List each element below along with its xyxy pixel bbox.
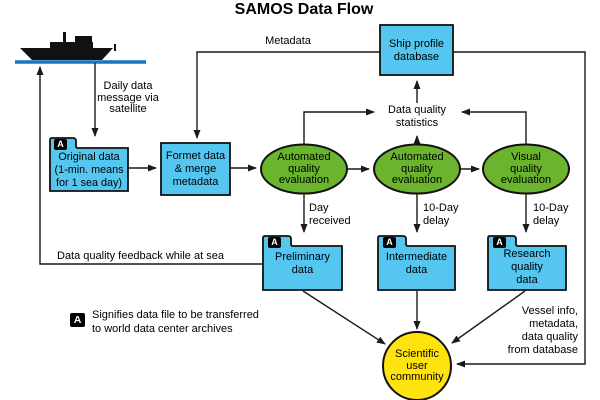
archive-badge-icon: A xyxy=(54,139,67,150)
edge-label-data-quality-statistics: Data quality statistics xyxy=(387,104,447,129)
legend-archive-badge-icon: A xyxy=(70,313,85,327)
edge-db-to-community xyxy=(453,51,586,368)
page-title: SAMOS Data Flow xyxy=(234,1,374,18)
node-research-quality-data-folder xyxy=(487,235,567,291)
node-visual-eval xyxy=(482,143,570,195)
edge-label-feedback-at-sea: Data quality feedback while at sea xyxy=(57,250,224,262)
edge-label-ten-day-delay-1: 10-Day delay xyxy=(423,202,459,227)
node-preliminary-data-folder xyxy=(262,235,343,291)
node-label-format-merge: Formet data & merge metadata xyxy=(165,150,226,188)
node-label-original-data: Original data (1-min. means for 1 sea da… xyxy=(54,151,124,190)
archive-badge-icon: A xyxy=(268,237,281,248)
archive-badge-icon: A xyxy=(493,237,506,248)
node-label-visual-eval: Visual quality evaluation xyxy=(500,151,552,186)
edge-label-vessel-info: Vessel info, metadata, data quality from… xyxy=(507,305,578,356)
node-label-research-quality-data: Research quality data xyxy=(503,248,551,286)
node-ship-profile-database xyxy=(379,24,454,76)
edge-label-ten-day-delay-2: 10-Day delay xyxy=(533,202,569,227)
edge-eval1-to-statistics xyxy=(303,108,375,145)
archive-badge-icon: A xyxy=(383,237,396,248)
edge-label-daily-message: Daily data message via satellite xyxy=(97,80,159,115)
node-original-data-folder xyxy=(49,137,129,192)
edge-feedback-to-ship xyxy=(36,66,263,265)
edge-preliminary-to-community xyxy=(302,290,386,345)
node-label-intermediate-data: Intermediate data xyxy=(385,251,448,276)
edge-label-metadata: Metadata xyxy=(265,35,311,47)
node-format-merge xyxy=(160,142,231,196)
node-intermediate-data-folder xyxy=(377,235,456,291)
node-label-automated-eval-1: Automated quality evaluation xyxy=(277,151,331,186)
edge-research-to-community xyxy=(451,290,526,344)
node-scientific-user-community xyxy=(382,331,452,400)
node-label-automated-eval-2: Automated quality evaluation xyxy=(390,151,444,186)
legend-text: Signifies data file to be transferred to… xyxy=(92,309,259,335)
node-label-scientific-user-community: Scientific user community xyxy=(390,348,444,383)
node-automated-eval-1 xyxy=(260,143,348,195)
edge-metadata-db-to-format xyxy=(193,51,380,139)
ship-icon xyxy=(20,32,116,60)
edge-label-day-received: Day received xyxy=(309,202,351,227)
node-automated-eval-2 xyxy=(373,143,461,195)
node-label-preliminary-data: Preliminary data xyxy=(274,251,330,276)
node-label-ship-profile-database: Ship profile database xyxy=(388,38,445,63)
edge-eval3-to-statistics xyxy=(461,108,527,145)
